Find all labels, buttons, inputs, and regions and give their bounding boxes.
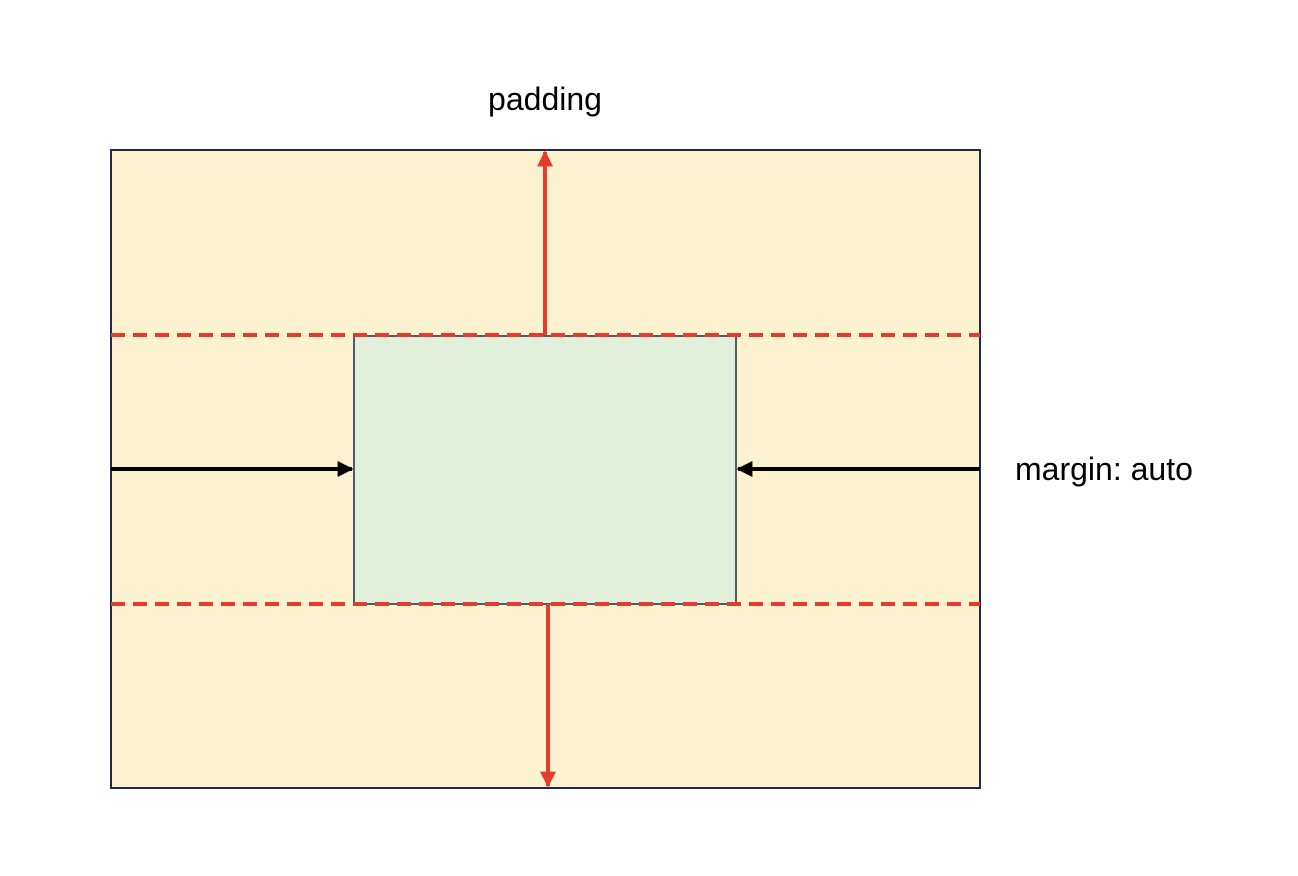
inner-content-box [353,335,737,605]
margin-auto-label: margin: auto [1015,451,1193,487]
padding-label: padding [488,81,602,117]
